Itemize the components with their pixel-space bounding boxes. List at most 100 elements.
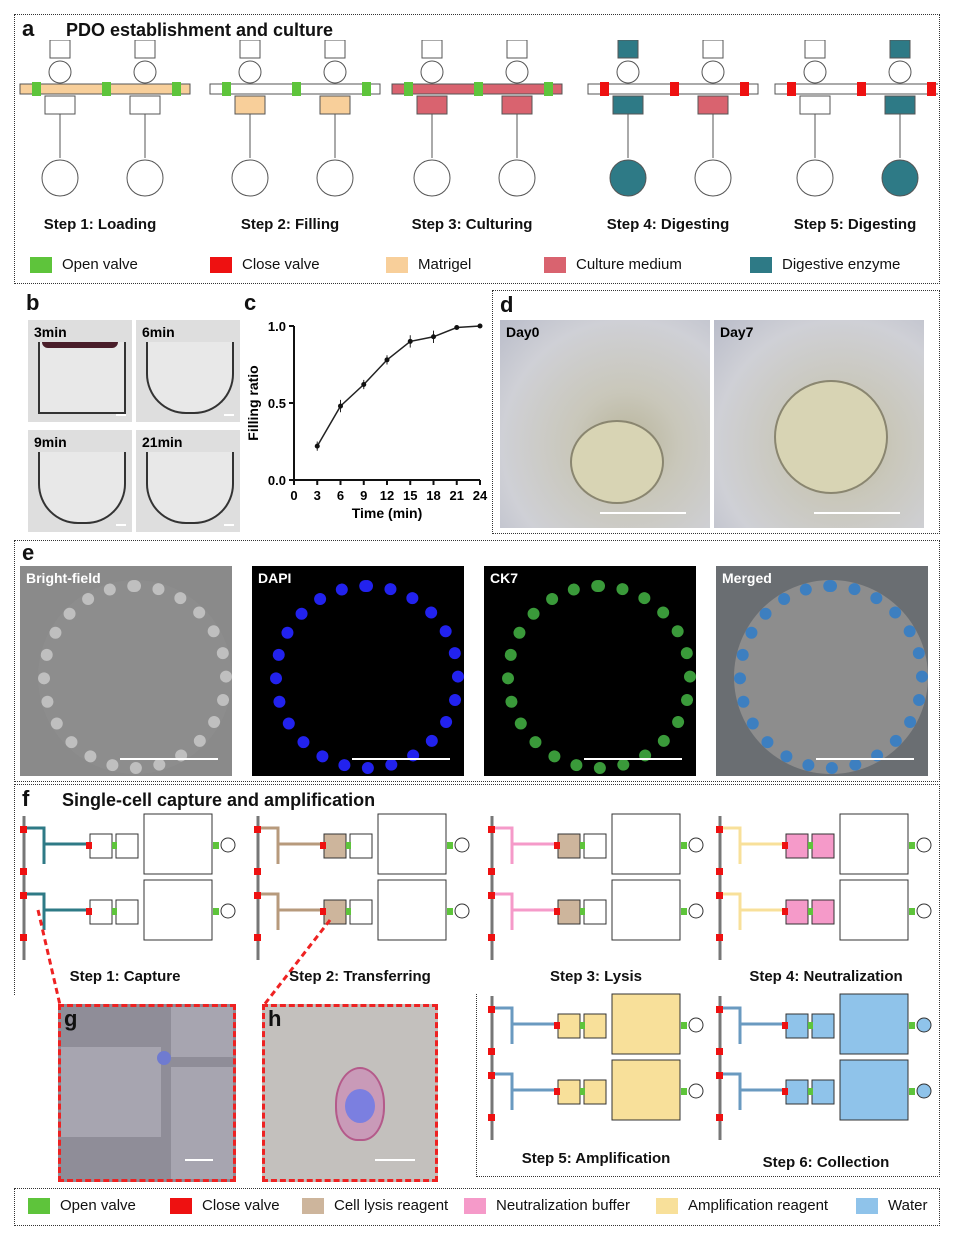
data-point — [477, 323, 483, 329]
data-point — [454, 325, 460, 331]
chip-schematic — [254, 813, 470, 960]
data-point — [361, 382, 367, 388]
chip-schematic — [20, 813, 236, 960]
x-tick-label: 15 — [403, 488, 417, 503]
x-tick-label: 24 — [473, 488, 488, 503]
time-label: 9min — [34, 434, 67, 450]
x-tick-label: 21 — [450, 488, 464, 503]
panel-f-step-label: Step 2: Transferring — [289, 968, 431, 985]
legend-item: Open valve — [28, 1197, 136, 1214]
panel-f-step-label: Step 1: Capture — [69, 968, 181, 985]
scale-bar — [816, 758, 914, 760]
series-line — [316, 325, 481, 447]
legend-label: Close valve — [242, 256, 320, 273]
panel-a-step-label: Step 4: Digesting — [606, 216, 730, 233]
organoid-ring — [734, 580, 928, 774]
panel-f-schematics — [20, 813, 932, 1140]
channel-label: Bright-field — [26, 570, 101, 586]
matrigel-front — [42, 342, 118, 348]
scale-bar — [224, 414, 234, 416]
panel-a — [14, 14, 940, 284]
filling-image: 6min — [136, 320, 240, 422]
legend-label: Digestive enzyme — [782, 256, 901, 273]
channel-shape — [38, 452, 126, 524]
day-label: Day7 — [720, 324, 754, 340]
panel-f-lower — [476, 994, 940, 1177]
legend-swatch — [302, 1197, 324, 1214]
legend-item: Digestive enzyme — [750, 256, 900, 273]
legend-swatch — [544, 256, 566, 273]
legend-label: Matrigel — [418, 256, 472, 273]
legend-item: Matrigel — [386, 256, 471, 273]
panel-f — [14, 784, 940, 995]
legend-label: Close valve — [202, 1197, 280, 1214]
y-tick-label: 0.5 — [268, 396, 286, 411]
fluorescence-image: CK7 — [484, 566, 696, 776]
panel-a-step-label: Step 5: Digesting — [793, 216, 917, 233]
x-axis-label: Time (min) — [352, 505, 423, 521]
chip-schematic — [716, 813, 932, 960]
chip-schematic — [209, 40, 381, 197]
panel-b-letter: b — [26, 290, 40, 315]
legend-swatch — [28, 1197, 50, 1214]
y-axis-label: Filling ratio — [245, 365, 261, 440]
organoid-image: Day7 — [714, 320, 924, 528]
legend-swatch — [856, 1197, 878, 1214]
legend-label: Cell lysis reagent — [334, 1197, 449, 1214]
panel-a-schematics — [19, 40, 938, 197]
y-tick-label: 0.0 — [268, 473, 286, 488]
legend-swatch — [750, 256, 772, 273]
scale-bar — [352, 758, 450, 760]
filling-image: 21min — [136, 430, 240, 532]
legend-item: Open valve — [30, 256, 138, 273]
legend-item: Close valve — [170, 1197, 280, 1214]
panel-a-step-label: Step 2: Filling — [240, 216, 340, 233]
panel-h-letter: h — [268, 1006, 282, 1031]
channel-shape — [146, 342, 234, 414]
scale-bar — [116, 524, 126, 526]
x-tick-label: 6 — [337, 488, 344, 503]
organoid-ring — [270, 580, 464, 774]
scale-bar — [600, 512, 686, 514]
data-point — [338, 403, 343, 409]
legend-item: Neutralization buffer — [464, 1197, 630, 1214]
chip-schematic — [774, 40, 938, 197]
organoid-ring — [502, 580, 696, 774]
panel-g-image — [58, 1004, 236, 1182]
panel-c-letter: c — [244, 290, 257, 315]
channel-shape — [146, 452, 234, 524]
channel-label: DAPI — [258, 570, 292, 586]
legend-swatch — [656, 1197, 678, 1214]
panel-f-step-label: Step 3: Lysis — [550, 968, 642, 985]
time-label: 6min — [142, 324, 175, 340]
chip-schematic — [587, 40, 759, 197]
panel-a-step-label: Step 3: Culturing — [411, 216, 533, 233]
chip-schematic — [488, 993, 704, 1140]
channel-shape — [38, 342, 126, 414]
panel-h-image — [262, 1004, 438, 1182]
data-point — [407, 338, 413, 344]
chip-schematic — [391, 40, 563, 197]
panel-a-letter: a — [22, 16, 35, 41]
legend-swatch — [386, 256, 408, 273]
organoid-ring — [38, 580, 232, 774]
scale-bar — [224, 524, 234, 526]
organoid — [774, 380, 888, 494]
fluorescence-image: Bright-field — [20, 566, 232, 776]
panel-f-step-label: Step 6: Collection — [762, 1154, 890, 1171]
fluorescence-image: DAPI — [252, 566, 464, 776]
legend-item: Culture medium — [544, 256, 682, 273]
time-label: 3min — [34, 324, 67, 340]
panel-a-title: PDO establishment and culture — [66, 20, 334, 40]
panel-e-letter: e — [22, 540, 35, 565]
legend-label: Neutralization buffer — [496, 1197, 630, 1214]
legend-item: Cell lysis reagent — [302, 1197, 448, 1214]
organoid-image: Day0 — [500, 320, 710, 528]
x-tick-label: 18 — [426, 488, 440, 503]
x-tick-label: 3 — [314, 488, 321, 503]
legend-swatch — [210, 256, 232, 273]
scale-bar — [814, 512, 900, 514]
panel-d-letter: d — [500, 292, 514, 317]
x-tick-label: 0 — [290, 488, 297, 503]
